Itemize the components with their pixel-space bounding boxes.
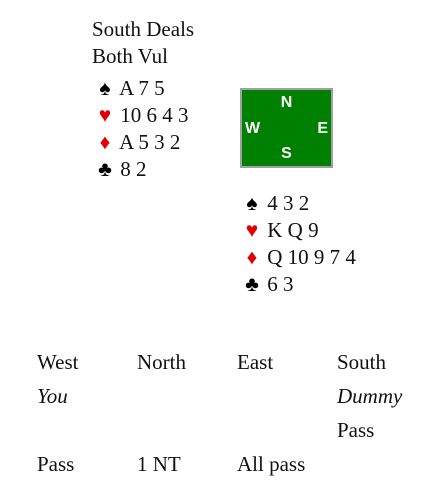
heart-icon: ♥ [245,218,259,242]
compass-table: N W E S [240,88,333,168]
north-hearts-row: ♥ 10 6 4 3 [95,102,189,129]
east-hearts-cards: K Q 9 [267,218,319,242]
compass-north-label: N [280,94,293,111]
role-north [137,379,237,413]
east-hand: ♠ 4 3 2 ♥ K Q 9 ♦ Q 10 9 7 4 ♣ 6 3 [242,190,356,298]
header-south: South [337,349,387,374]
bidding-header-row: West North East South [37,345,417,379]
club-icon: ♣ [98,157,112,181]
compass-west-label: W [245,120,261,137]
east-spades-row: ♠ 4 3 2 [242,190,356,217]
header-west: West [37,349,79,374]
bid-cell [237,413,337,447]
bid-cell [137,413,237,447]
bid-row: Pass [37,413,417,447]
east-clubs-cards: 6 3 [267,272,294,296]
east-diamonds-cards: Q 10 9 7 4 [267,245,356,269]
bid-cell: Pass [337,417,375,442]
bid-cell [337,447,417,481]
north-diamonds-row: ♦ A 5 3 2 [95,129,189,156]
north-hearts-cards: 10 6 4 3 [120,103,189,127]
diamond-icon: ♦ [99,130,111,154]
east-clubs-row: ♣ 6 3 [242,271,356,298]
east-hearts-row: ♥ K Q 9 [242,217,356,244]
bidding-table: West North East South You Dummy Pass Pas… [37,345,417,481]
east-diamonds-row: ♦ Q 10 9 7 4 [242,244,356,271]
north-clubs-row: ♣ 8 2 [95,156,189,183]
north-diamonds-cards: A 5 3 2 [119,130,181,154]
deal-info: South Deals Both Vul [92,16,194,70]
spade-icon: ♠ [99,76,111,100]
north-clubs-cards: 8 2 [120,157,147,181]
compass-east-label: E [317,120,328,137]
role-west: You [37,383,68,408]
north-spades-row: ♠ A 7 5 [95,75,189,102]
bid-cell: 1 NT [137,451,181,476]
heart-icon: ♥ [98,103,112,127]
bid-row: Pass 1 NT All pass [37,447,417,481]
bid-cell: All pass [237,451,306,476]
east-spades-cards: 4 3 2 [267,191,310,215]
north-spades-cards: A 7 5 [119,76,165,100]
compass-south-label: S [281,145,292,162]
bid-cell: Pass [37,451,75,476]
spade-icon: ♠ [246,191,258,215]
bid-cell [37,413,137,447]
diamond-icon: ♦ [246,245,258,269]
dealer-text: South Deals [92,17,195,41]
club-icon: ♣ [245,272,259,296]
bidding-role-row: You Dummy [37,379,417,413]
role-east [237,379,337,413]
vulnerability-text: Both Vul [92,44,168,68]
header-east: East [237,349,274,374]
header-north: North [137,349,186,374]
role-south: Dummy [337,383,403,408]
north-hand: ♠ A 7 5 ♥ 10 6 4 3 ♦ A 5 3 2 ♣ 8 2 [95,75,189,183]
